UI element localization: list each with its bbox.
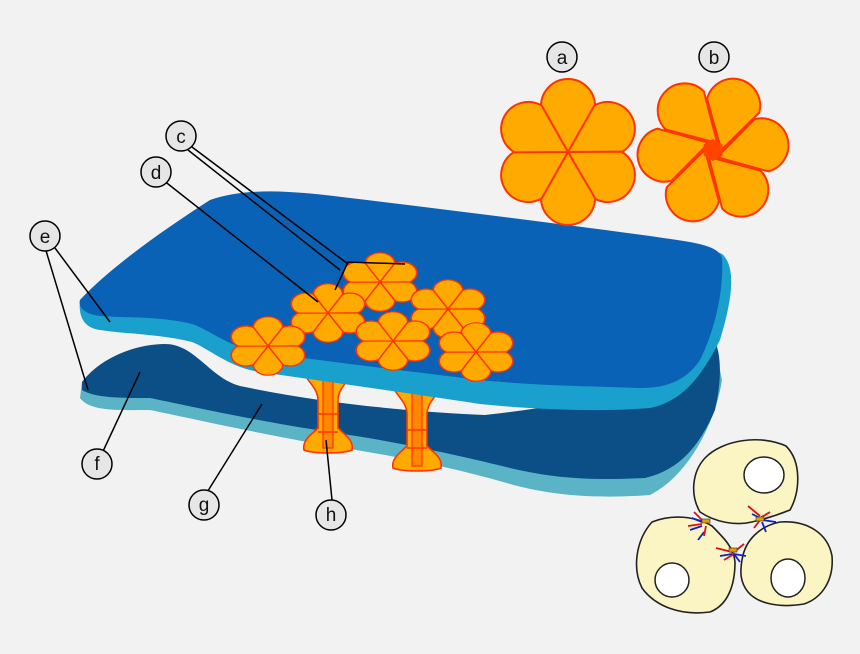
- open-pore: [703, 139, 723, 161]
- label-g: g: [188, 489, 220, 521]
- svg-text:f: f: [94, 454, 100, 475]
- label-f: f: [81, 448, 113, 480]
- nucleus: [654, 562, 690, 598]
- connexon-closed-icon: [490, 78, 646, 226]
- label-e: e: [29, 220, 61, 252]
- label-h: h: [315, 499, 347, 531]
- svg-text:e: e: [40, 227, 51, 248]
- label-b: b: [698, 41, 730, 73]
- nucleus: [770, 558, 806, 598]
- lower-membrane: [80, 336, 722, 497]
- cell: [635, 516, 736, 614]
- label-d: d: [140, 156, 172, 188]
- leader-lines: [43, 143, 406, 501]
- svg-text:c: c: [176, 127, 186, 148]
- lower-membrane-top: [82, 336, 720, 479]
- svg-text:a: a: [557, 48, 568, 69]
- nucleus: [743, 456, 785, 494]
- svg-text:g: g: [199, 495, 210, 516]
- svg-text:h: h: [326, 505, 337, 526]
- label-c: c: [165, 120, 197, 152]
- junction-markers: [687, 505, 777, 563]
- svg-text:b: b: [709, 48, 720, 69]
- svg-text:d: d: [151, 163, 162, 184]
- label-a: a: [546, 41, 578, 73]
- cell-cluster-icon: [635, 439, 833, 614]
- connexon-open-icon: [630, 71, 796, 229]
